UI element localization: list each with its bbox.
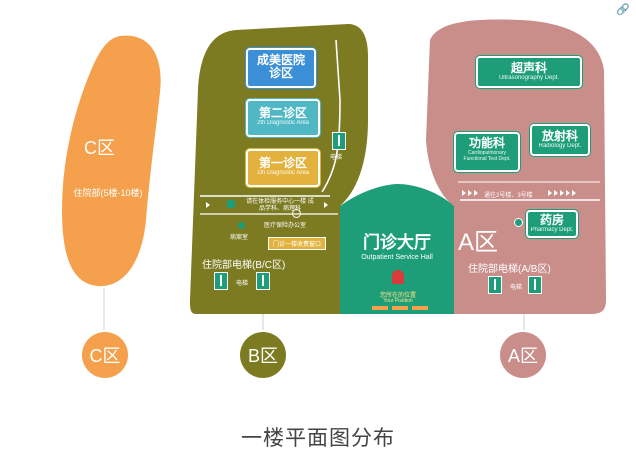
dept-chengmei[interactable]: 成美医院 诊区 (246, 48, 316, 88)
a-elevator-icon-1 (488, 276, 502, 294)
corridor-arrows-left (462, 190, 478, 196)
b-info-3: 病案室 (230, 235, 249, 241)
a-elevator-icon-2 (528, 276, 542, 294)
dept-functional[interactable]: 功能科 Cardiopulmonary Functional Test Dept… (454, 132, 520, 172)
you-are-here-icon (392, 270, 404, 284)
zone-c-shape (62, 35, 161, 287)
b-info-2-icon (292, 209, 301, 218)
hall-title: 门诊大厅 (363, 233, 431, 252)
zone-c-circle[interactable]: C区 (82, 332, 128, 378)
b-info-3-icon (238, 222, 245, 229)
page-title: 一楼平面图分布 (241, 427, 395, 450)
zone-c-label: C区 (84, 138, 115, 158)
dept-diagnostic-2[interactable]: 第二诊区 2th Diagnostic Area (246, 99, 320, 137)
b-elevator-icon-2 (256, 272, 270, 290)
zone-b-circle[interactable]: B区 (240, 332, 286, 378)
elevator-b-side-icon (332, 132, 346, 150)
you-are-here-label: 您所在的位置 (379, 293, 416, 299)
zone-a-label: A区 (458, 229, 499, 256)
b-elevator-tag: 电梯 (236, 281, 249, 287)
b-info-1: 请在体检服务中心一楼 成品学科、病理科 (246, 199, 314, 213)
dept-ultrasound[interactable]: 超声科 Ultrasonography Dept. (476, 56, 582, 88)
corridor-label: 通往2号楼、3号楼 (484, 193, 533, 199)
elevator-b-side-tag: 电梯 (330, 155, 343, 161)
a-elevator-label: 住院部电梯(A/B区) (468, 264, 551, 275)
b-elevator-icon-1 (214, 272, 228, 290)
zone-c-sub: 住院部(5楼-10楼) (73, 188, 143, 198)
hall-subtitle: Outpatient Service Hall (361, 254, 433, 261)
zone-a-circle[interactable]: A区 (500, 332, 546, 378)
b-info-2: 医疗保险办公室 (264, 223, 307, 229)
b-elevator-label: 住院部电梯(B/C区) (202, 260, 286, 271)
hall-shape (340, 184, 454, 314)
b-info-4[interactable]: 门诊一楼收费窗口 (268, 237, 327, 250)
pharmacy-icon (514, 218, 523, 227)
dept-radiology[interactable]: 放射科 Radiology Dept. (530, 124, 590, 156)
link-icon[interactable]: 🔗 (616, 4, 630, 16)
dept-pharmacy[interactable]: 药房 Pharmacy Dept. (526, 210, 578, 238)
you-are-here-en: Your Position (383, 298, 413, 304)
b-info-1-icon (227, 200, 235, 208)
dept-diagnostic-1[interactable]: 第一诊区 1th Diagnostic Area (246, 149, 320, 187)
corridor-arrows-right (548, 190, 576, 196)
a-elevator-tag: 电梯 (510, 285, 523, 291)
